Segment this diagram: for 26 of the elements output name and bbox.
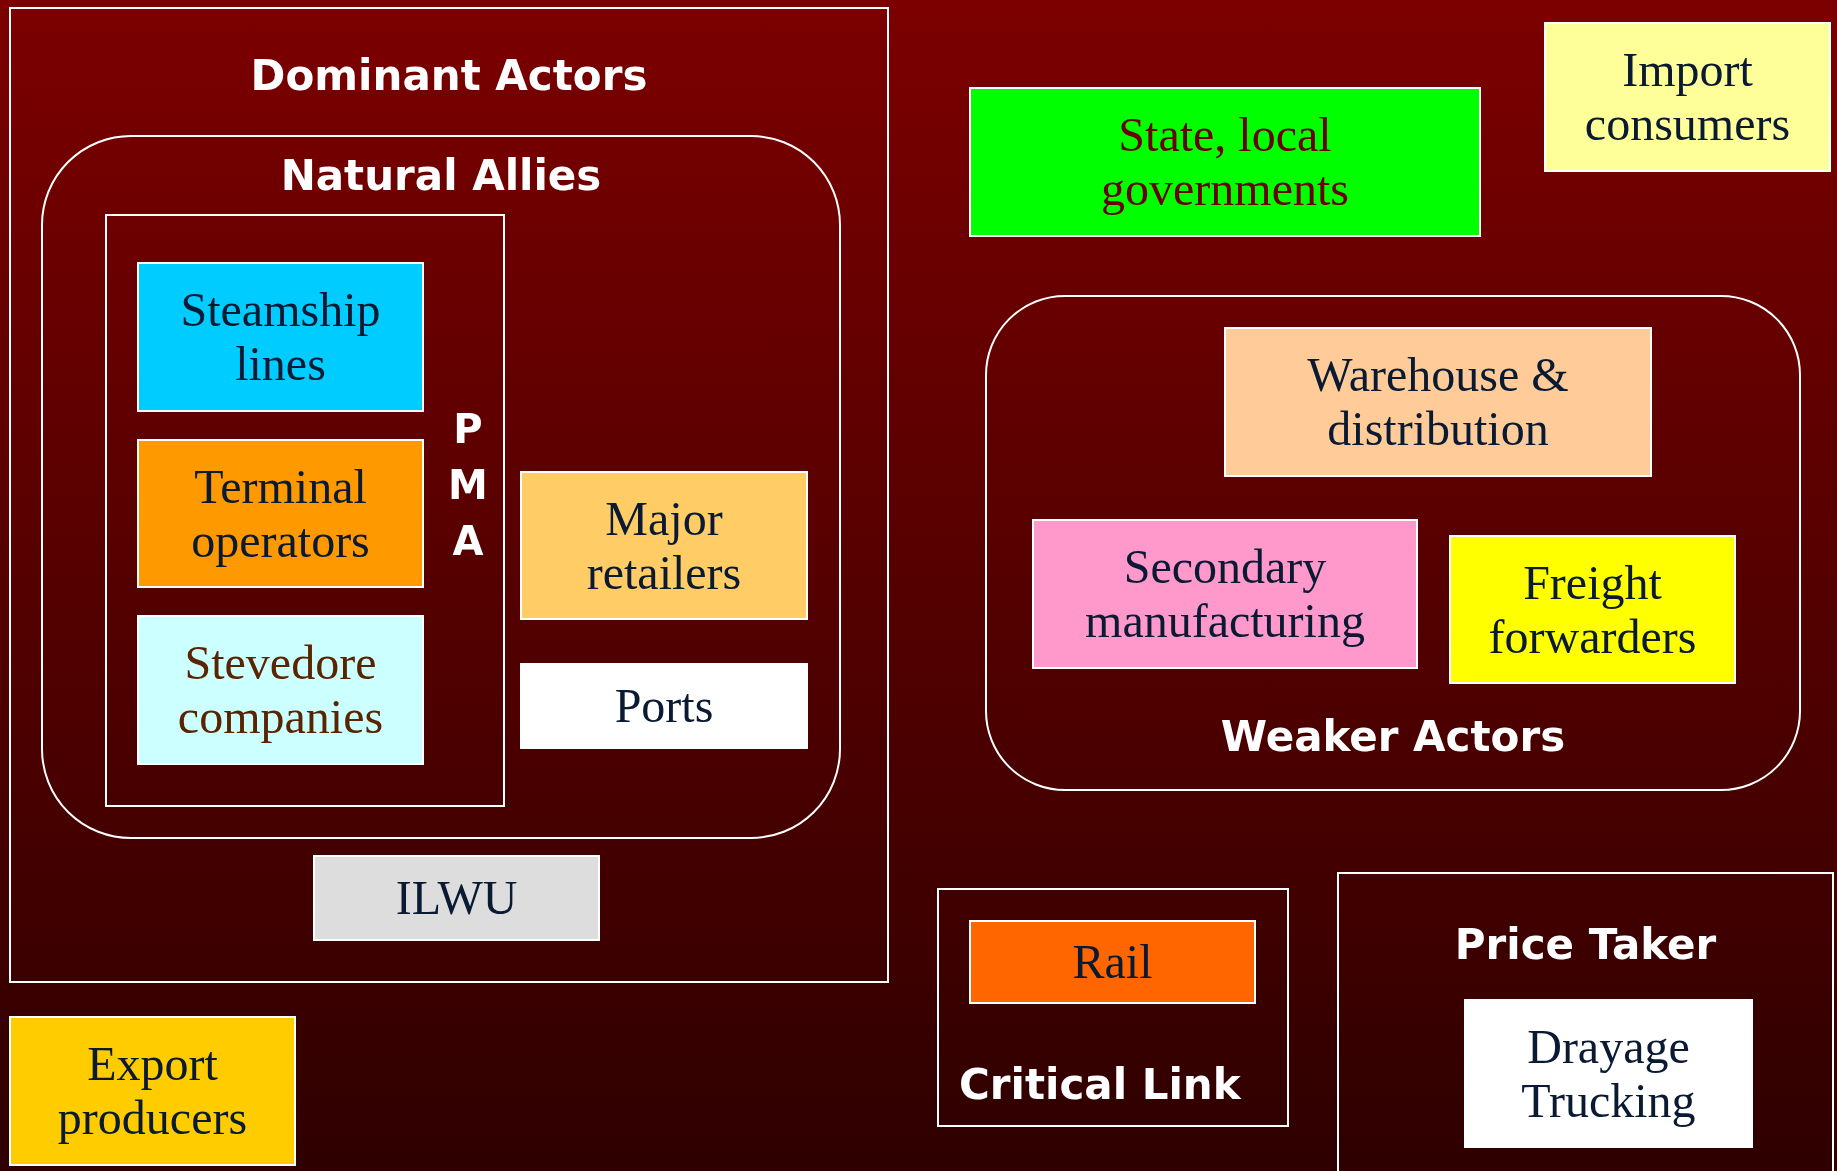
- group-frame: [937, 888, 1289, 1127]
- label-box: Ports: [520, 663, 808, 749]
- label-box: Stevedore companies: [137, 615, 424, 765]
- group-frame: [1337, 872, 1834, 1171]
- group-heading: Critical Link: [959, 1060, 1241, 1109]
- group-frame: [41, 135, 841, 839]
- group-frame: [985, 295, 1801, 791]
- label-box: Major retailers: [520, 471, 808, 620]
- label-box: Warehouse & distribution: [1224, 327, 1652, 477]
- group-frame: [9, 7, 889, 983]
- label-box: Secondary manufacturing: [1032, 519, 1418, 669]
- group-heading: Natural Allies: [279, 151, 603, 200]
- label-box: Freight forwarders: [1449, 535, 1736, 684]
- group-heading: Weaker Actors: [1219, 712, 1567, 761]
- label-box: Rail: [969, 920, 1256, 1004]
- label-box: ILWU: [313, 855, 600, 941]
- group-heading: Dominant Actors: [249, 51, 649, 100]
- group-heading: PMA: [448, 405, 488, 566]
- label-box: Drayage Trucking: [1464, 999, 1753, 1148]
- label-box: Terminal operators: [137, 439, 424, 588]
- label-box: Import consumers: [1544, 22, 1831, 172]
- group-heading: Price Taker: [1453, 920, 1718, 969]
- label-box: Export producers: [9, 1016, 296, 1166]
- label-box: Steamship lines: [137, 262, 424, 412]
- group-frame: [105, 214, 505, 807]
- label-box: State, local governments: [969, 87, 1481, 237]
